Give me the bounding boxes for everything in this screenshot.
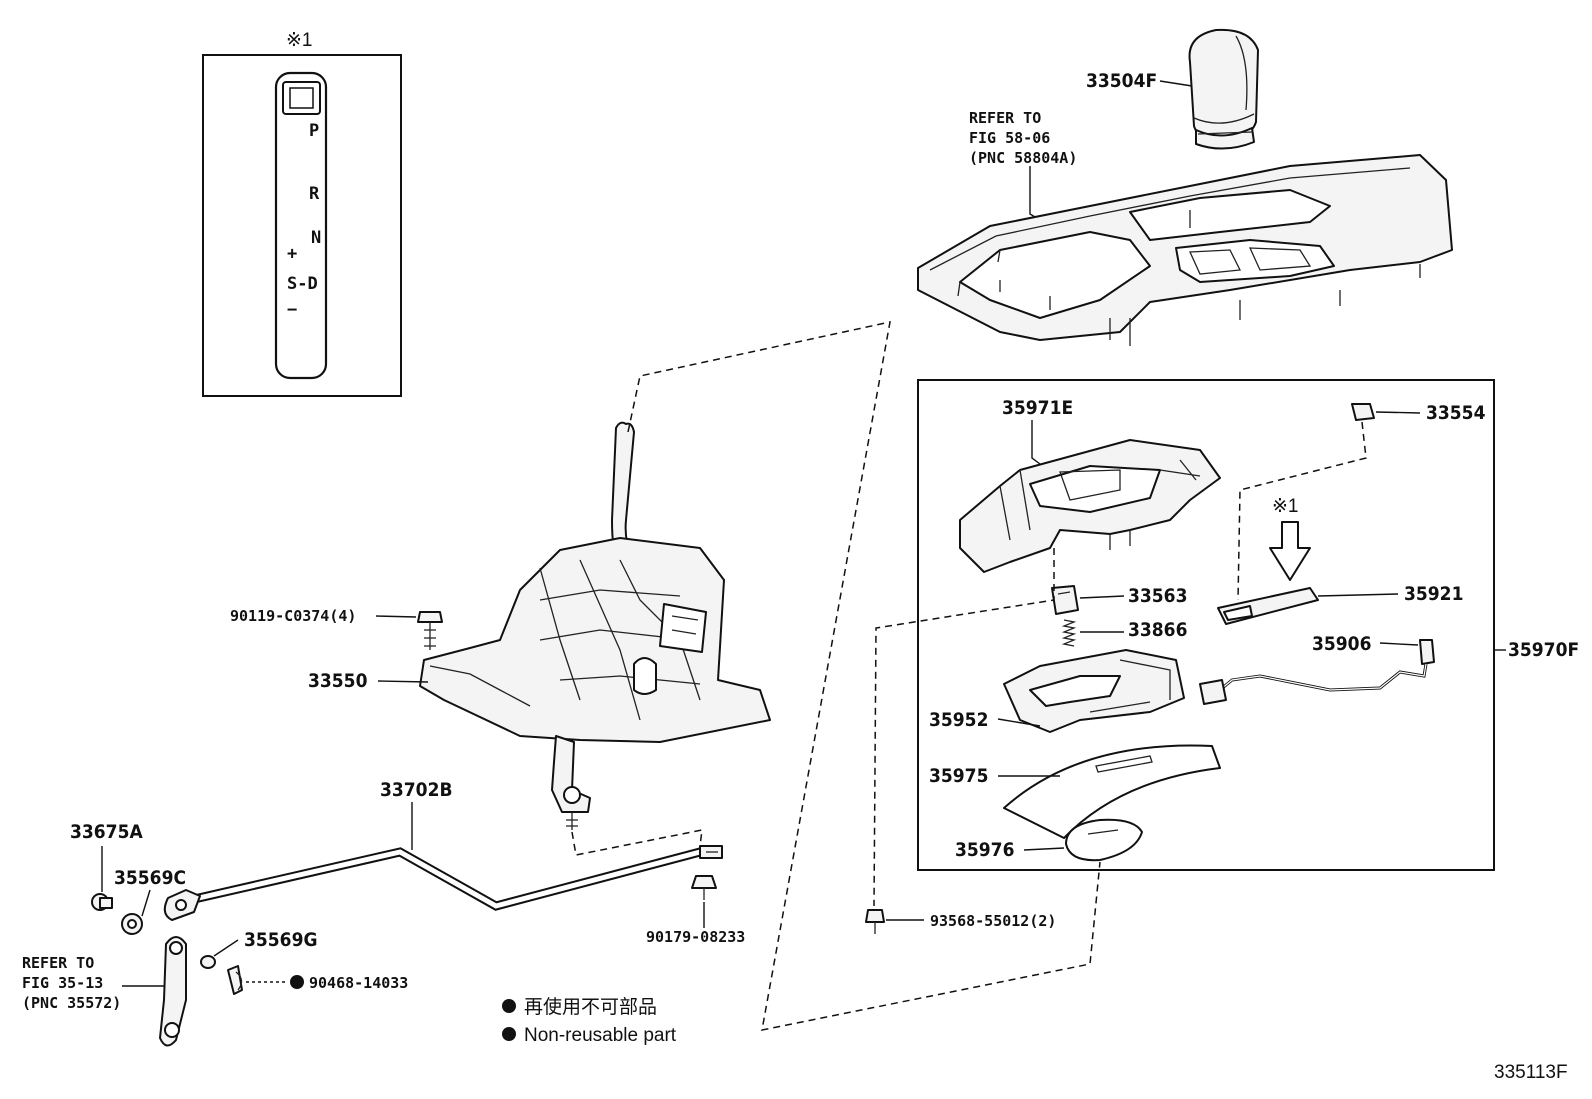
label-93568: 93568-55012(2) [930, 912, 1056, 930]
gate-n: N [311, 228, 321, 248]
label-90179: 90179-08233 [646, 928, 745, 946]
label-33554: 33554 [1426, 402, 1486, 424]
clip-90468 [227, 965, 243, 995]
refer-to-fig-35-13: REFER TO FIG 35-13 (PNC 35572) [22, 954, 121, 1012]
clip-33554 [1351, 403, 1375, 421]
gate-s-d: S-D [287, 274, 318, 294]
leader-33554 [1375, 411, 1421, 414]
svg-text:REFER TO: REFER TO [22, 954, 94, 972]
dashed-33554-link [1237, 421, 1367, 601]
svg-text:REFER TO: REFER TO [969, 109, 1041, 127]
leader-35569C [141, 889, 151, 917]
label-90119: 90119-C0374(4) [230, 607, 356, 625]
label-35970F: 35970F [1508, 639, 1579, 661]
leader-35952 [997, 718, 1041, 727]
label-35971E: 35971E [1002, 397, 1073, 419]
refer-to-fig-58-06: REFER TO FIG 58-06 (PNC 58804A) [969, 109, 1077, 167]
label-35921: 35921 [1404, 583, 1463, 605]
label-33504F: 33504F [1086, 70, 1157, 92]
leader-33550 [377, 680, 429, 683]
label-35975: 35975 [929, 765, 988, 787]
label-33702B: 33702B [380, 779, 453, 801]
housing-35971E [959, 439, 1221, 573]
svg-text:FIG 58-06: FIG 58-06 [969, 129, 1050, 147]
svg-text:(PNC 58804A): (PNC 58804A) [969, 149, 1077, 167]
label-33866: 33866 [1128, 619, 1187, 641]
leader-33504F [1159, 80, 1193, 87]
inset-mark: ※1 [286, 30, 313, 51]
shift-knob [1188, 28, 1259, 150]
figure-id: 335113F [1494, 1062, 1568, 1083]
leader-refer-top [1029, 166, 1041, 221]
screw-93568 [865, 909, 885, 934]
label-90468: 90468-14033 [309, 974, 408, 992]
bushing-35569C [121, 913, 143, 935]
non-reusable-dot-90468 [290, 975, 304, 989]
spring-33866 [1061, 619, 1077, 647]
gate-plate [274, 71, 328, 380]
arrow-down-icon [1269, 521, 1311, 581]
mark-arrow: ※1 [1272, 496, 1299, 517]
legend-en: Non-reusable part [524, 1025, 677, 1046]
legend: 再使用不可部品 Non-reusable part [502, 996, 677, 1046]
legend-dot-jp [502, 999, 516, 1013]
label-35569G: 35569G [244, 929, 318, 951]
cover-35975 [1003, 744, 1221, 839]
washer-35569G [200, 955, 216, 969]
leader-35906 [1379, 642, 1419, 646]
leader-35976 [1023, 847, 1065, 851]
label-33550: 33550 [308, 670, 368, 692]
gate-plus: + [287, 244, 297, 264]
leader-35569G [213, 939, 239, 957]
leader-33563 [1079, 595, 1125, 599]
leader-90119 [375, 615, 417, 618]
label-33563: 33563 [1128, 585, 1187, 607]
leader-35921 [1317, 593, 1399, 597]
indicator-plate-35921 [1217, 587, 1319, 625]
gate-minus: − [287, 300, 297, 320]
gate-p: P [309, 121, 319, 141]
bushing-33675A [91, 893, 113, 911]
label-35952: 35952 [929, 709, 988, 731]
legend-dot-en [502, 1027, 516, 1041]
inset-frame [202, 54, 402, 397]
control-cable [163, 845, 723, 921]
gate-indicator-inner [289, 87, 314, 109]
housing-assy-frame [917, 379, 1495, 871]
harness-35906 [1199, 639, 1435, 705]
console-panel [917, 154, 1453, 346]
leader-35971E [1031, 420, 1041, 465]
gate-r: R [309, 184, 320, 204]
legend-jp: 再使用不可部品 [524, 996, 657, 1018]
transmission-control-lever [159, 936, 187, 1047]
svg-text:FIG 35-13: FIG 35-13 [22, 974, 103, 992]
slide-35952 [1003, 649, 1185, 733]
dashed-assembly-link [627, 321, 1101, 1031]
nut-90179 [691, 875, 717, 900]
label-35906: 35906 [1312, 633, 1371, 655]
clip-33563 [1051, 585, 1079, 615]
svg-text:(PNC 35572): (PNC 35572) [22, 994, 121, 1012]
dashed-cable-link [571, 829, 703, 856]
shift-lever-assembly [419, 421, 771, 830]
label-33675A: 33675A [70, 821, 143, 843]
dashed-lower-link [873, 548, 1055, 907]
plate-35976 [1065, 818, 1143, 862]
bolt-90119 [417, 611, 443, 650]
inset-shift-gate: ※1 P R N + S-D − [202, 30, 402, 397]
label-35976: 35976 [955, 839, 1014, 861]
label-35569C: 35569C [114, 867, 186, 889]
